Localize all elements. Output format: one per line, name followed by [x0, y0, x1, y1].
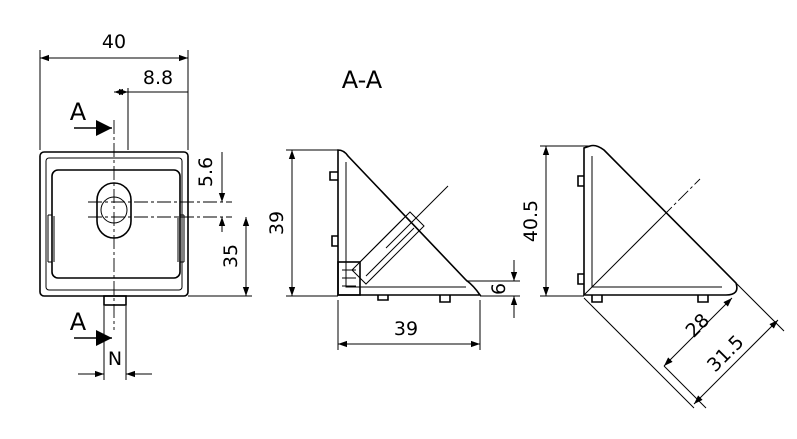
- section-title: A-A: [342, 66, 383, 94]
- section-view: 39 39 6: [266, 149, 520, 350]
- svg-text:A: A: [70, 98, 87, 126]
- dim-n-label: N: [108, 348, 122, 370]
- svg-text:A: A: [70, 308, 87, 336]
- dim-5-6-label: 5.6: [195, 157, 217, 187]
- dim-40-5-label: 40.5: [520, 200, 542, 242]
- front-recess: [51, 169, 181, 279]
- nut-tab: [103, 295, 127, 306]
- dim-39-horizontal-label: 39: [394, 318, 418, 340]
- dim-8-8-label: 8.8: [143, 67, 173, 89]
- front-view: 40 8.8 5.6 35 N A A: [39, 31, 252, 380]
- dim-28-label: 28: [681, 309, 714, 342]
- dim-31-5-line: [693, 319, 779, 405]
- dim-40-label: 40: [102, 31, 126, 53]
- side-view: 40.5 28 31.5: [520, 144, 785, 409]
- section-outline: [337, 149, 482, 296]
- dim-39-vertical-label: 39: [266, 211, 288, 235]
- dim-6-label: 6: [488, 283, 510, 295]
- dim-35-label: 35: [220, 244, 242, 268]
- dim-31-5-label: 31.5: [703, 331, 748, 376]
